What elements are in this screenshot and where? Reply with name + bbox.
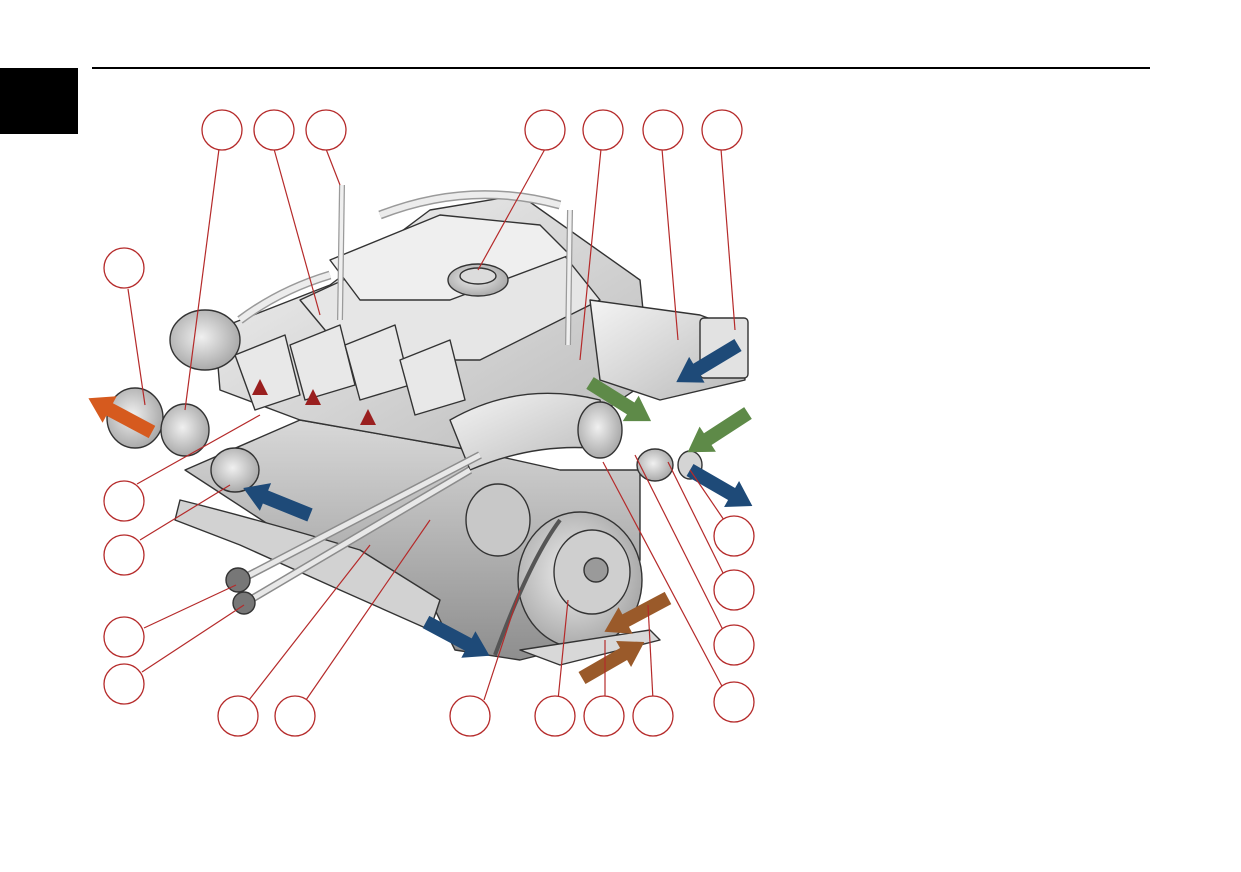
callout-circle (642, 109, 684, 151)
callout-circle (103, 247, 145, 289)
callout-circle (534, 695, 576, 737)
engine-illustration (106, 184, 749, 666)
outlet-arrow-bottom (422, 615, 490, 658)
callout-leaders (127, 148, 736, 701)
fuel-return-arrow (604, 591, 672, 634)
exhaust-outlet-arrow (88, 396, 156, 439)
callout-circle (524, 109, 566, 151)
callout-circle (713, 681, 755, 723)
chapter-tab (0, 68, 78, 134)
callout-circle (582, 109, 624, 151)
callout-circle (274, 695, 316, 737)
callout-circle (103, 480, 145, 522)
outlet-arrow-right (686, 463, 753, 507)
callout-circles (103, 109, 755, 737)
header-rule (92, 67, 1150, 69)
coolant-inlet-arrow-upper (586, 377, 652, 422)
callout-circle (701, 109, 743, 151)
fuel-supply-arrow (578, 641, 645, 685)
air-intake-arrow-left (243, 483, 313, 522)
callout-circle (449, 695, 491, 737)
callout-circle (201, 109, 243, 151)
callout-circle (103, 663, 145, 705)
callout-circle (217, 695, 259, 737)
air-intake-arrow-right (676, 338, 742, 383)
coolant-inlet-arrow-right (687, 407, 752, 453)
callout-circle (305, 109, 347, 151)
callout-circle (103, 534, 145, 576)
callout-circle (253, 109, 295, 151)
callout-circle (583, 695, 625, 737)
callout-circle (632, 695, 674, 737)
flow-arrows (88, 338, 753, 685)
callout-circle (103, 616, 145, 658)
callout-circle (713, 624, 755, 666)
callout-circle (713, 569, 755, 611)
callout-circle (713, 515, 755, 557)
